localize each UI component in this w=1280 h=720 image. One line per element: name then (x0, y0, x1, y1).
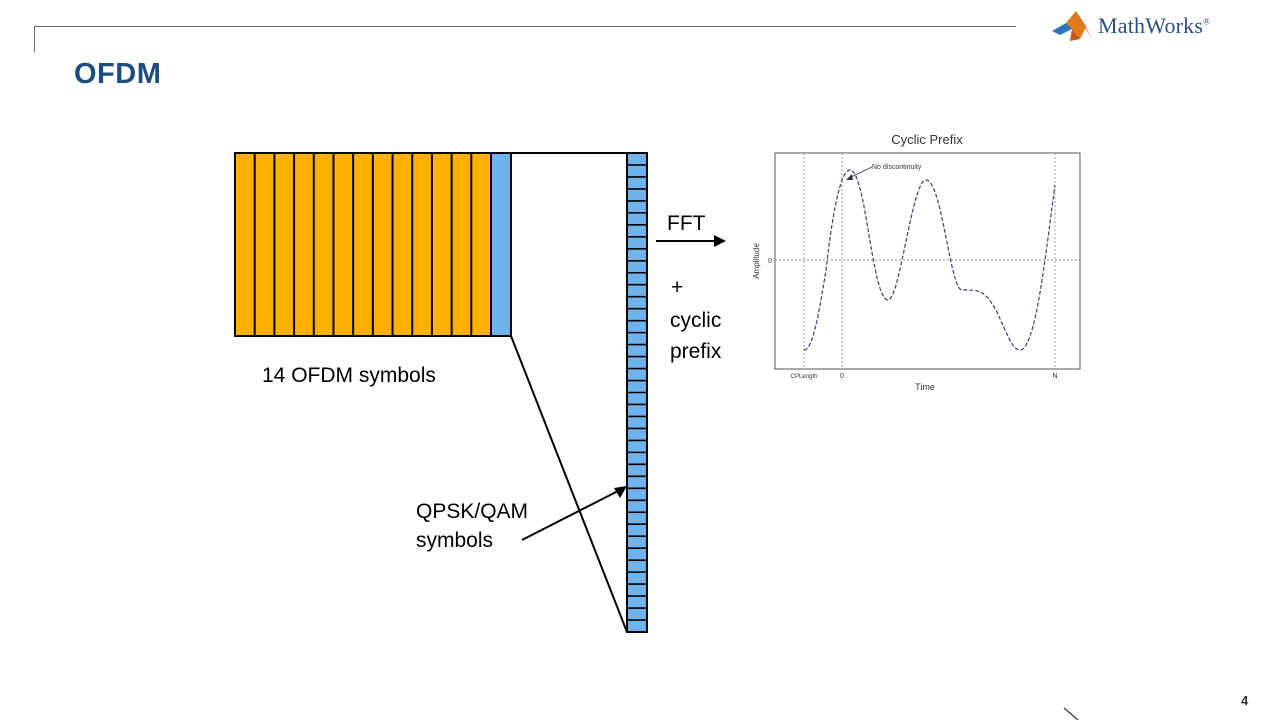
qam-label-line2: symbols (416, 529, 493, 552)
qam-arrow-head (614, 486, 627, 498)
header-rule (34, 26, 1016, 27)
logo-text: MathWorks® (1098, 13, 1211, 38)
plot-title: Cyclic Prefix (891, 132, 963, 147)
cp-label-line2: prefix (670, 340, 722, 363)
x-tick-0: 0 (840, 373, 844, 380)
header-rule-left (34, 26, 35, 52)
y-axis-label: Amplitude (752, 243, 761, 279)
annotation-text: No discontinuity (872, 164, 922, 171)
cyclic-prefix-plot: Cyclic Prefix No discontinuity 0 Amplitu… (752, 132, 1081, 392)
x-axis-label: Time (915, 382, 935, 392)
qam-label-line1: QPSK/QAM (416, 500, 528, 523)
slide-title: OFDM (74, 58, 162, 90)
bottom-connector-line (510, 335, 628, 633)
cursor-mark (1063, 707, 1079, 720)
y-tick-0: 0 (768, 258, 772, 265)
ofdm-symbol-grid (234, 152, 512, 337)
plus-label: + (671, 276, 683, 299)
x-tick-cp: CPLength (791, 374, 818, 380)
mathworks-logo: MathWorks® (1050, 8, 1210, 44)
ofdm-symbols-block (234, 152, 492, 337)
highlighted-ofdm-symbol (490, 152, 512, 337)
page-number: 4 (1241, 693, 1249, 708)
waveform-line (803, 169, 1056, 351)
fft-label: FFT (667, 212, 706, 235)
x-tick-n: N (1052, 373, 1057, 380)
annotation-arrow-head (846, 174, 853, 180)
annotation-arrow (848, 166, 873, 179)
qam-arrow (521, 489, 621, 541)
membrane-logo-icon (1052, 11, 1092, 41)
plot-frame (774, 152, 1081, 370)
ofdm-symbols-label: 14 OFDM symbols (262, 364, 436, 387)
cp-label-line1: cyclic (670, 309, 721, 332)
subcarrier-column (626, 152, 648, 633)
fft-arrow-head (714, 235, 726, 247)
